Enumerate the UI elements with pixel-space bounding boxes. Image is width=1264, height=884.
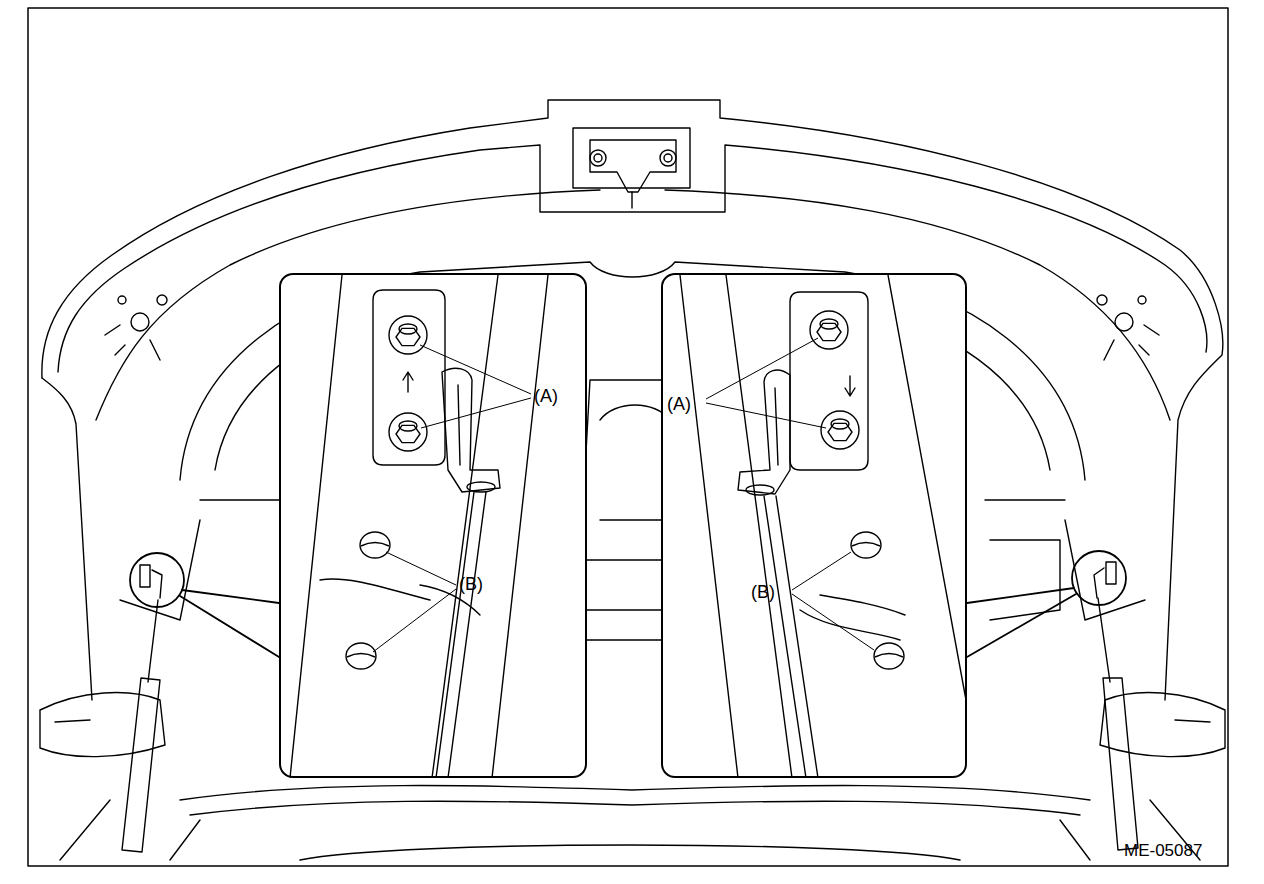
inset-ground bbox=[661, 273, 967, 778]
leader-line bbox=[373, 552, 456, 652]
line-art bbox=[28, 8, 1228, 866]
detail-circle bbox=[130, 553, 184, 607]
latch-bolt bbox=[660, 150, 676, 166]
line-art bbox=[594, 154, 602, 162]
line-art bbox=[1138, 296, 1146, 304]
headlight-right bbox=[1100, 693, 1225, 757]
grommet bbox=[346, 643, 376, 669]
leader-line bbox=[706, 338, 826, 428]
line-art bbox=[290, 275, 548, 778]
line-art bbox=[118, 296, 126, 304]
headlight-left bbox=[40, 693, 165, 757]
leader-line bbox=[420, 345, 531, 428]
leader-lines bbox=[373, 338, 874, 652]
line-art bbox=[157, 295, 167, 305]
hex-bolt bbox=[821, 411, 859, 449]
line-art bbox=[852, 543, 880, 547]
line-art bbox=[399, 324, 417, 334]
line-art bbox=[810, 311, 848, 349]
detail-cone bbox=[967, 588, 1076, 657]
line-art bbox=[831, 419, 849, 429]
line-art bbox=[399, 421, 417, 431]
figure-code: ME-05087 bbox=[1124, 842, 1202, 861]
line-art bbox=[389, 413, 427, 451]
line-art bbox=[1104, 325, 1159, 360]
panel-contour bbox=[320, 579, 480, 615]
hood-outline bbox=[42, 100, 1223, 700]
strut-end bbox=[746, 485, 774, 495]
inset-left-art bbox=[290, 275, 548, 778]
line-art bbox=[1115, 313, 1133, 331]
fasteners bbox=[346, 311, 904, 669]
hood-inner-rim bbox=[58, 145, 1207, 372]
line-art bbox=[360, 532, 390, 558]
line-art bbox=[851, 532, 881, 558]
line-art bbox=[140, 565, 150, 587]
strut-rod bbox=[436, 492, 486, 778]
detail-inset: (A) (B) bbox=[661, 273, 967, 778]
inner-frame bbox=[120, 520, 1145, 620]
line-art bbox=[389, 316, 427, 354]
hex-bolt bbox=[389, 316, 427, 354]
line-art bbox=[1094, 568, 1104, 598]
callout-letter: (B) bbox=[751, 583, 775, 603]
mount-right bbox=[1097, 295, 1159, 360]
line-art bbox=[152, 570, 162, 598]
callout-letter: (A) bbox=[534, 387, 558, 407]
latch-bracket bbox=[573, 128, 690, 192]
line-art bbox=[664, 154, 672, 162]
strut-rod bbox=[764, 496, 818, 778]
line-art bbox=[347, 654, 375, 658]
direction-arrow bbox=[403, 372, 413, 392]
line-art bbox=[1106, 562, 1116, 584]
callout-letter: (A) bbox=[667, 395, 691, 415]
strut-left bbox=[122, 600, 160, 852]
detail-inset: (A) (B) bbox=[279, 273, 587, 778]
line-art bbox=[105, 325, 160, 360]
hinge-plate bbox=[790, 292, 868, 470]
latch-pin bbox=[631, 192, 632, 208]
hinge-plate bbox=[373, 290, 445, 465]
engine-bay bbox=[60, 800, 1200, 860]
direction-arrow bbox=[845, 376, 855, 396]
hex-bolt bbox=[389, 413, 427, 451]
mini-hinge-left bbox=[140, 565, 162, 598]
strut-right bbox=[1098, 598, 1138, 850]
latch-bolt bbox=[590, 150, 606, 166]
grommet bbox=[874, 643, 904, 669]
frame bbox=[28, 8, 1228, 866]
leader-line bbox=[792, 552, 874, 650]
grommet bbox=[360, 532, 390, 558]
line-art bbox=[875, 654, 903, 658]
line-art bbox=[1097, 295, 1107, 305]
hinge-arm bbox=[442, 368, 500, 492]
grommet bbox=[851, 532, 881, 558]
detail-circle bbox=[1072, 551, 1126, 605]
hinge-arm bbox=[738, 370, 790, 494]
line-art bbox=[346, 643, 376, 669]
line-art bbox=[821, 411, 859, 449]
inset-ground bbox=[279, 273, 587, 778]
hex-bolt bbox=[810, 311, 848, 349]
mini-hinge-right bbox=[1094, 562, 1116, 598]
line-art bbox=[680, 275, 966, 778]
line-art bbox=[820, 319, 838, 329]
detail-cone bbox=[180, 590, 279, 657]
line-art bbox=[361, 543, 389, 547]
hood-outline-left bbox=[42, 378, 92, 700]
inset-right-art bbox=[680, 275, 966, 778]
panel-contour bbox=[800, 595, 905, 640]
radiator-support bbox=[180, 786, 1090, 815]
callout-letter: (B) bbox=[459, 575, 483, 595]
line-art bbox=[874, 643, 904, 669]
strut-end bbox=[467, 482, 495, 492]
line-art bbox=[131, 313, 149, 331]
mount-left bbox=[105, 295, 167, 360]
